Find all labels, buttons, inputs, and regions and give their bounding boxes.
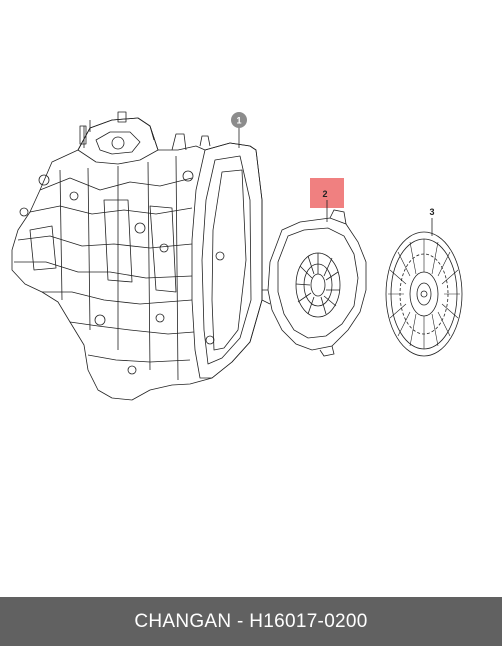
callout-1-label: 1	[236, 116, 241, 126]
transmission-housing	[11, 111, 263, 401]
part-number-footer: CHANGAN - H16017-0200	[0, 597, 502, 646]
callout-3-label: 3	[429, 207, 434, 217]
clutch-disc	[385, 231, 463, 357]
exploded-parts-diagram: 1 2 3	[11, 111, 463, 401]
callout-2-label: 2	[322, 189, 327, 199]
callout-1-marker	[231, 112, 247, 128]
clutch-pressure-plate	[261, 209, 367, 357]
part-number-text: CHANGAN - H16017-0200	[134, 610, 368, 632]
